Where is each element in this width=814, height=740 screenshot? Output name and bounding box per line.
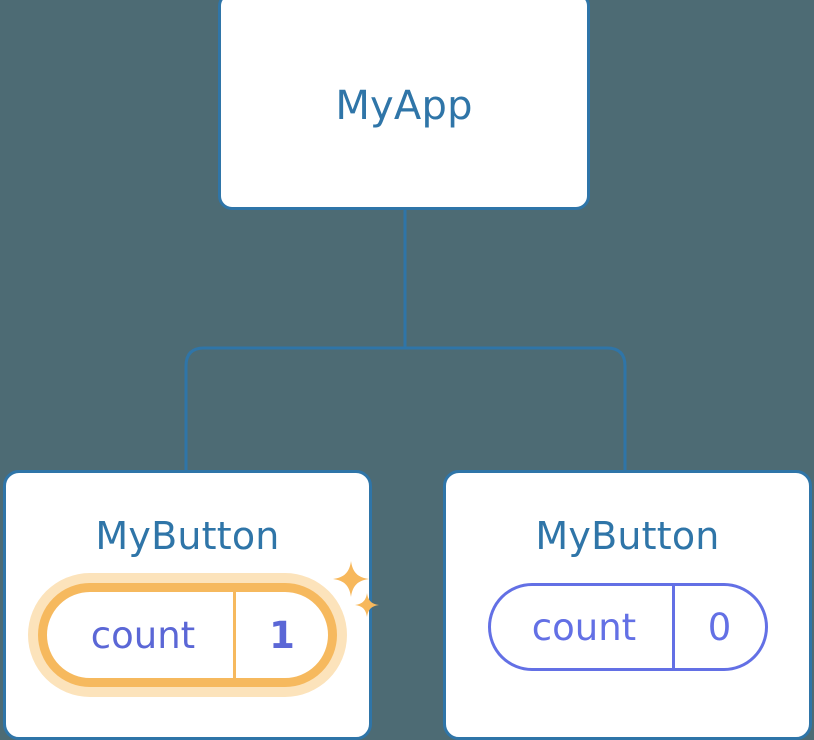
state-pill[interactable]: count 1 xyxy=(38,583,337,687)
sparkle-icon xyxy=(333,561,369,597)
sparkle-group xyxy=(331,561,391,631)
node-title: MyButton xyxy=(535,514,720,558)
node-title: MyButton xyxy=(95,514,280,558)
node-mybutton-0[interactable]: MyButton count 1 xyxy=(3,470,379,740)
state-pill-normal[interactable]: count 0 xyxy=(487,583,768,671)
state-value-label: 0 xyxy=(671,586,765,668)
connector-branch-bus xyxy=(184,346,627,470)
state-value-label: 1 xyxy=(233,592,328,678)
state-key-label: count xyxy=(531,605,637,649)
node-title: MyApp xyxy=(335,83,473,129)
state-key-label: count xyxy=(90,613,196,657)
sparkle-icon xyxy=(355,593,379,617)
state-pill-highlighted[interactable]: count 1 xyxy=(38,561,379,687)
node-myapp[interactable]: MyApp xyxy=(218,0,590,210)
node-mybutton-1[interactable]: MyButton count 0 xyxy=(443,470,812,740)
state-pill[interactable]: count 0 xyxy=(487,583,768,671)
